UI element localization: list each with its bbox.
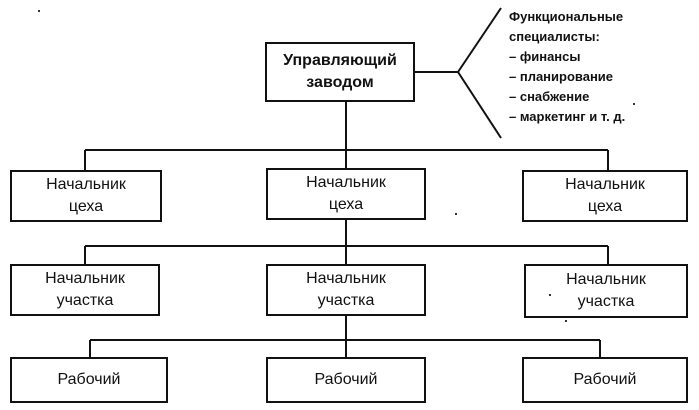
scan-speck (633, 103, 635, 105)
worker-label: Рабочий (57, 371, 121, 388)
plant-manager-label-line1: Управляющий (283, 52, 397, 69)
section-head-label-line1: Начальник (306, 270, 386, 287)
shop-head-label-line2: цеха (328, 196, 364, 213)
specialists-title-line1: Функциональные (509, 9, 624, 24)
shop-head-label-line1: Начальник (46, 176, 126, 193)
functional-specialists-note: Функциональные специалисты: финансы план… (509, 7, 694, 127)
plant-manager-box: Управляющий заводом (265, 42, 415, 102)
shop-head-label-line2: цеха (68, 198, 104, 215)
section-head-box-left: Начальник участка (10, 264, 160, 316)
shop-head-box-right: Начальник цеха (522, 170, 688, 222)
specialist-item: маркетинг и т. д. (509, 107, 694, 127)
specialist-item: планирование (509, 67, 694, 87)
specialists-title-line2: специалисты: (509, 29, 600, 44)
shop-head-box-left: Начальник цеха (10, 170, 162, 222)
plant-manager-label-line2: заводом (306, 74, 374, 91)
section-head-box-middle: Начальник участка (266, 264, 426, 316)
worker-label: Рабочий (573, 371, 637, 388)
section-head-label-line2: участка (317, 292, 375, 309)
shop-head-label-line1: Начальник (565, 176, 645, 193)
section-head-label-line1: Начальник (45, 270, 125, 287)
section-head-box-right: Начальник участка (524, 264, 688, 318)
scan-speck (549, 294, 551, 296)
specialist-item: финансы (509, 47, 694, 67)
specialists-title: Функциональные специалисты: (509, 7, 694, 47)
scan-speck (565, 320, 567, 322)
shop-head-box-middle: Начальник цеха (266, 168, 426, 220)
specialist-item: снабжение (509, 87, 694, 107)
section-head-label-line2: участка (577, 293, 635, 310)
shop-head-label-line2: цеха (587, 198, 623, 215)
bracket-lower-arm (457, 71, 502, 139)
section-head-label-line1: Начальник (566, 271, 646, 288)
shop-head-label-line1: Начальник (306, 174, 386, 191)
worker-box-right: Рабочий (522, 357, 688, 403)
worker-label: Рабочий (314, 371, 378, 388)
specialists-list: финансы планирование снабжение маркетинг… (509, 47, 694, 127)
scan-speck (38, 10, 40, 12)
section-head-label-line2: участка (56, 292, 114, 309)
worker-box-middle: Рабочий (266, 357, 426, 403)
worker-box-left: Рабочий (10, 357, 168, 403)
bracket-upper-arm (457, 7, 502, 73)
scan-speck (455, 213, 457, 215)
